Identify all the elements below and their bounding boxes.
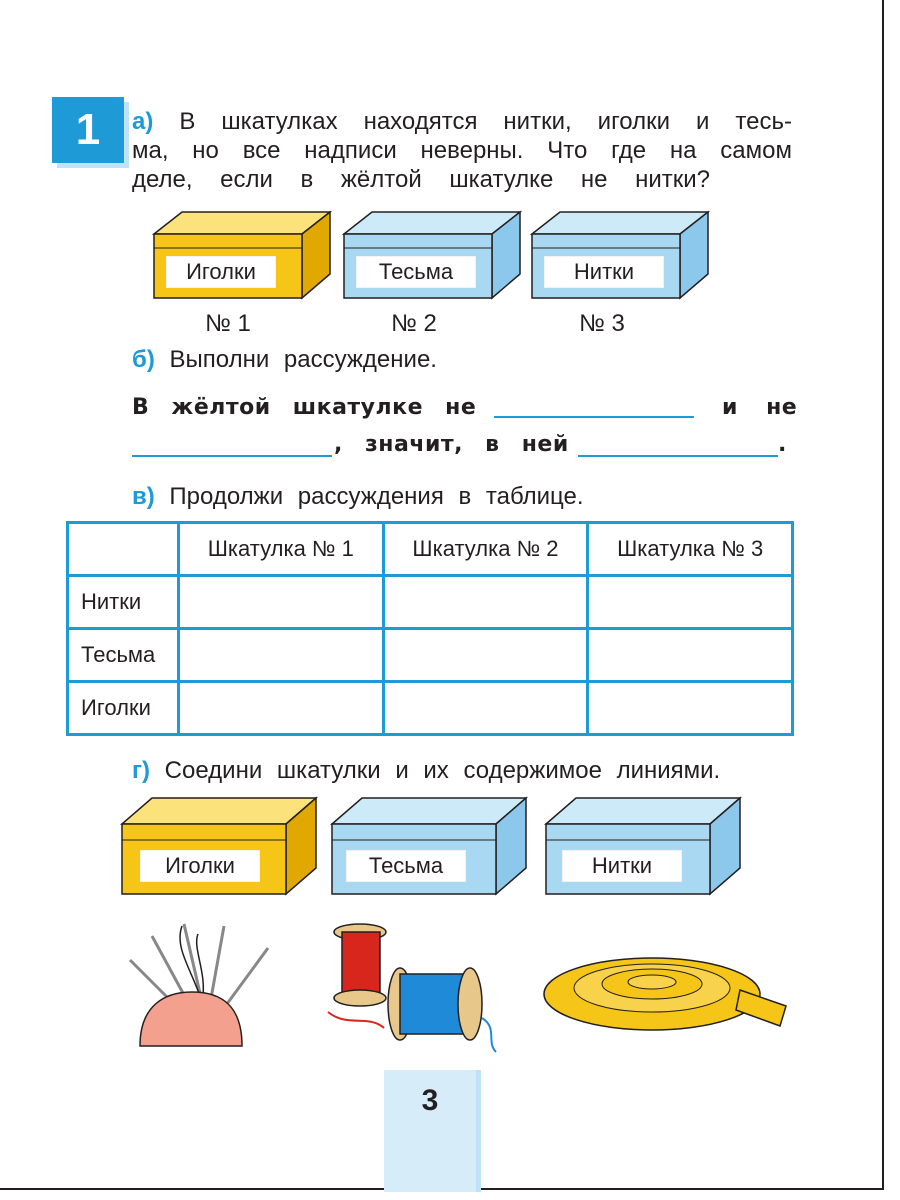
table-header-row: Шкатулка № 1 Шкатулка № 2 Шкатулка № 3 <box>66 521 794 577</box>
table-column-header: Шкатулка № 2 <box>381 521 590 577</box>
box-label: Нитки <box>544 256 664 288</box>
table-cell[interactable] <box>381 574 590 630</box>
table-corner-cell <box>66 521 180 577</box>
table-cell[interactable] <box>381 680 590 736</box>
box-label: Иголки <box>166 256 276 288</box>
reasoning-and: и не <box>722 395 798 420</box>
table-row: Иголки <box>66 680 794 736</box>
table-row: Нитки <box>66 574 794 630</box>
box-blue-icon <box>329 796 529 896</box>
reasoning-table: Шкатулка № 1 Шкатулка № 2 Шкатулка № 3 Н… <box>66 521 794 736</box>
box-3-blue: Нитки <box>529 210 711 300</box>
table-cell[interactable] <box>586 574 794 630</box>
box-3-blue-bottom[interactable]: Нитки <box>543 796 743 896</box>
answer-blank-2[interactable] <box>132 455 332 457</box>
pincushion-needles-icon[interactable] <box>122 918 272 1050</box>
box-number: № 2 <box>391 310 437 337</box>
thread-spools-icon[interactable] <box>318 918 508 1054</box>
ribbon-roll-icon[interactable] <box>540 950 790 1034</box>
reasoning-mid: , значит, в ней <box>334 432 569 457</box>
box-number: № 3 <box>579 310 625 337</box>
box-2-blue-bottom[interactable]: Тесьма <box>329 796 529 896</box>
part-b-heading: б) Выполни рассуждение. <box>132 346 437 373</box>
reasoning-end: . <box>778 432 787 457</box>
table-cell[interactable] <box>381 627 590 683</box>
table-column-header: Шкатулка № 1 <box>177 521 385 577</box>
box-1-yellow-bottom[interactable]: Иголки <box>119 796 319 896</box>
part-v-heading: в) Продолжи рассуждения в таблице. <box>132 483 584 510</box>
table-row: Тесьма <box>66 627 794 683</box>
reasoning-start: В жёлтой шкатулке не <box>132 395 477 420</box>
table-row-header: Тесьма <box>66 627 180 683</box>
answer-blank-1[interactable] <box>494 416 694 418</box>
part-g-heading: г) Соедини шкатулки и их содержимое лини… <box>132 757 721 784</box>
table-cell[interactable] <box>586 627 794 683</box>
table-row-header: Иголки <box>66 680 180 736</box>
page-number-tab: 3 <box>384 1070 476 1192</box>
box-label: Тесьма <box>346 850 466 882</box>
page-number: 3 <box>421 1084 439 1117</box>
page-edge-line <box>882 0 884 1190</box>
box-label: Тесьма <box>356 256 476 288</box>
table-cell[interactable] <box>177 680 385 736</box>
answer-blank-3[interactable] <box>578 455 778 457</box>
box-1-yellow: Иголки <box>151 210 333 300</box>
table-row-header: Нитки <box>66 574 180 630</box>
task-number-badge: 1 <box>52 97 124 163</box>
box-2-blue: Тесьма <box>341 210 523 300</box>
box-label: Иголки <box>140 850 260 882</box>
part-a-line-3: деле, если в жёлтой шкатулке не нитки? <box>132 166 710 193</box>
table-cell[interactable] <box>586 680 794 736</box>
table-cell[interactable] <box>177 574 385 630</box>
table-column-header: Шкатулка № 3 <box>586 521 794 577</box>
table-cell[interactable] <box>177 627 385 683</box>
box-label: Нитки <box>562 850 682 882</box>
part-a-line-2: ма, но все надписи неверны. Что где на с… <box>132 137 792 164</box>
box-number: № 1 <box>205 310 251 337</box>
part-a-line-1: а) В шкатулках находятся нитки, иголки и… <box>132 108 792 135</box>
